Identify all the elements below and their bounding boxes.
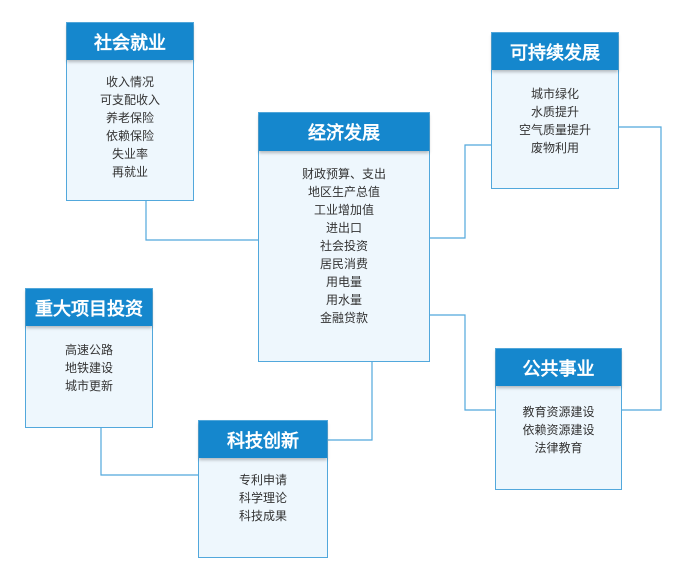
node-title: 重大项目投资 [26, 289, 152, 326]
node-item: 废物利用 [530, 141, 579, 155]
link-social-economy [145, 201, 258, 241]
node-sustainable-development: 可持续发展 城市绿化 水质提升 空气质量提升 废物利用 [491, 32, 619, 189]
node-major-project-investment: 重大项目投资 高速公路 地铁建设 城市更新 [25, 288, 153, 428]
node-items: 城市绿化 水质提升 空气质量提升 废物利用 [492, 85, 618, 157]
node-items: 财政预算、支出 地区生产总值 工业增加值 进出口 社会投资 居民消费 用电量 用… [259, 165, 429, 327]
node-item: 依赖保险 [105, 129, 154, 143]
node-items: 高速公路 地铁建设 城市更新 [26, 341, 152, 395]
node-item: 用水量 [325, 293, 362, 307]
node-item: 用电量 [325, 275, 362, 289]
node-items: 教育资源建设 依赖资源建设 法律教育 [496, 403, 621, 457]
node-item: 地区生产总值 [307, 185, 380, 199]
node-item: 金融贷款 [319, 311, 368, 325]
node-item: 失业率 [111, 147, 148, 161]
node-item: 空气质量提升 [518, 123, 591, 137]
node-item: 城市更新 [64, 379, 113, 393]
node-items: 专利申请 科学理论 科技成果 [199, 471, 327, 525]
node-title: 科技创新 [199, 421, 327, 458]
node-public-utilities: 公共事业 教育资源建设 依赖资源建设 法律教育 [495, 348, 622, 490]
node-item: 地铁建设 [64, 361, 113, 375]
link-major-tech [100, 428, 198, 476]
node-tech-innovation: 科技创新 专利申请 科学理论 科技成果 [198, 420, 328, 558]
node-item: 法律教育 [534, 441, 583, 455]
node-item: 再就业 [111, 165, 148, 179]
node-item: 依赖资源建设 [522, 423, 595, 437]
node-item: 进出口 [325, 221, 362, 235]
node-item: 城市绿化 [530, 87, 579, 101]
node-item: 养老保险 [105, 111, 154, 125]
node-item: 工业增加值 [313, 203, 374, 217]
node-item: 居民消费 [319, 257, 368, 271]
node-item: 可支配收入 [99, 93, 160, 107]
node-title: 经济发展 [259, 113, 429, 151]
node-item: 教育资源建设 [522, 405, 595, 419]
node-economic-development: 经济发展 财政预算、支出 地区生产总值 工业增加值 进出口 社会投资 居民消费 … [258, 112, 430, 362]
link-economy-public [430, 314, 495, 411]
node-item: 水质提升 [530, 105, 579, 119]
node-item: 科技成果 [238, 509, 287, 523]
node-item: 专利申请 [238, 473, 287, 487]
node-item: 社会投资 [319, 239, 368, 253]
link-economy-tech [328, 362, 373, 441]
node-item: 收入情况 [105, 75, 154, 89]
node-title: 可持续发展 [492, 33, 618, 70]
link-economy-sustain [430, 144, 491, 239]
node-item: 高速公路 [64, 343, 113, 357]
node-item: 财政预算、支出 [301, 167, 386, 181]
link-sustain-public [619, 126, 662, 411]
node-items: 收入情况 可支配收入 养老保险 依赖保险 失业率 再就业 [67, 73, 193, 181]
node-social-employment: 社会就业 收入情况 可支配收入 养老保险 依赖保险 失业率 再就业 [66, 22, 194, 201]
node-item: 科学理论 [238, 491, 287, 505]
node-title: 社会就业 [67, 23, 193, 60]
node-title: 公共事业 [496, 349, 621, 386]
